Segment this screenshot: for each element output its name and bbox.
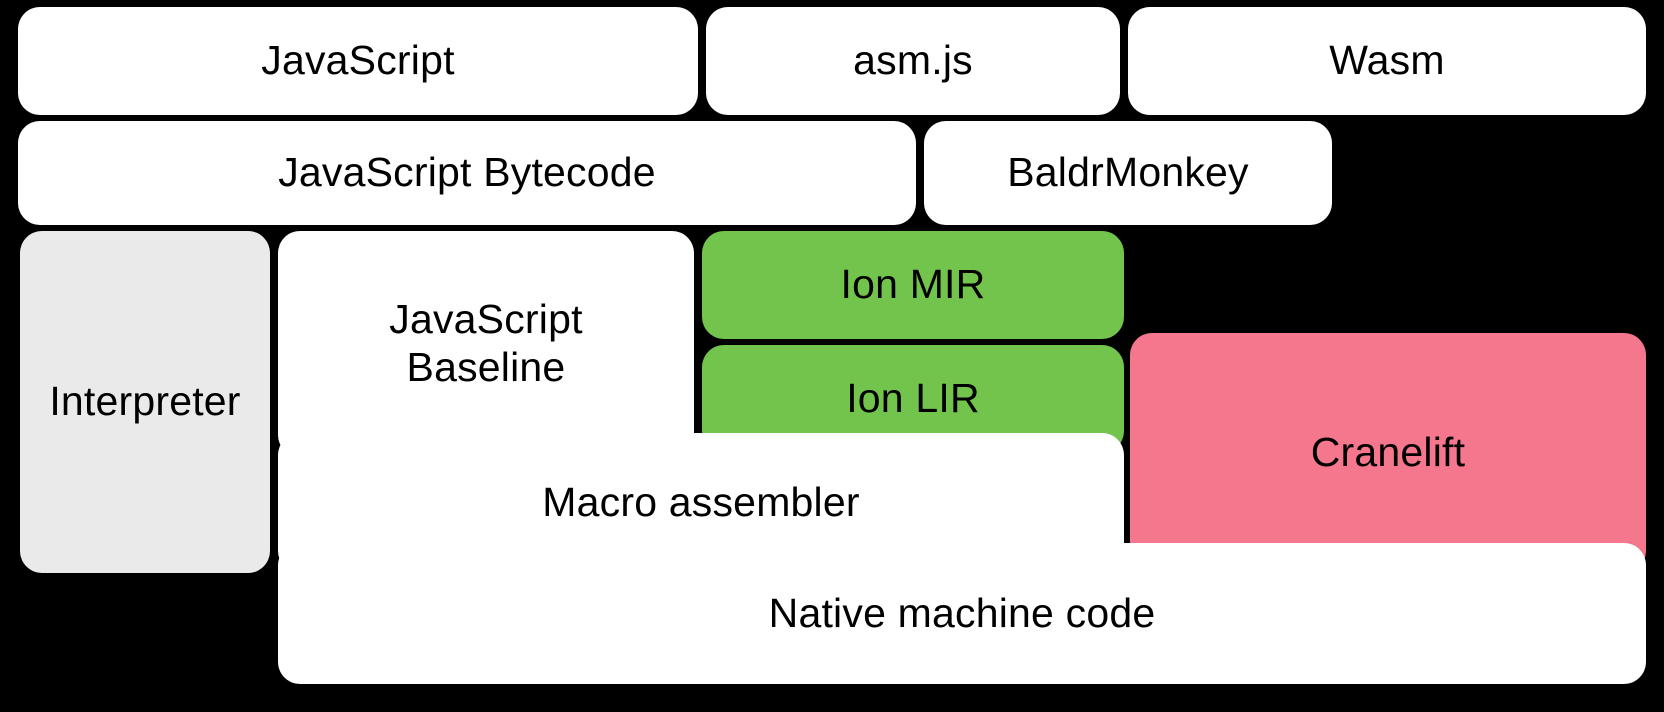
node-interpreter: Interpreter <box>20 231 270 573</box>
node-ion-mir: Ion MIR <box>702 231 1124 339</box>
node-cranelift: Cranelift <box>1130 333 1646 573</box>
node-native-machine-code: Native machine code <box>278 543 1646 684</box>
node-asmjs: asm.js <box>706 7 1120 115</box>
node-javascript-baseline: JavaScript Baseline <box>278 231 694 457</box>
node-baldrmonkey: BaldrMonkey <box>924 121 1332 225</box>
node-javascript: JavaScript <box>18 7 698 115</box>
node-wasm: Wasm <box>1128 7 1646 115</box>
node-javascript-bytecode: JavaScript Bytecode <box>18 121 916 225</box>
